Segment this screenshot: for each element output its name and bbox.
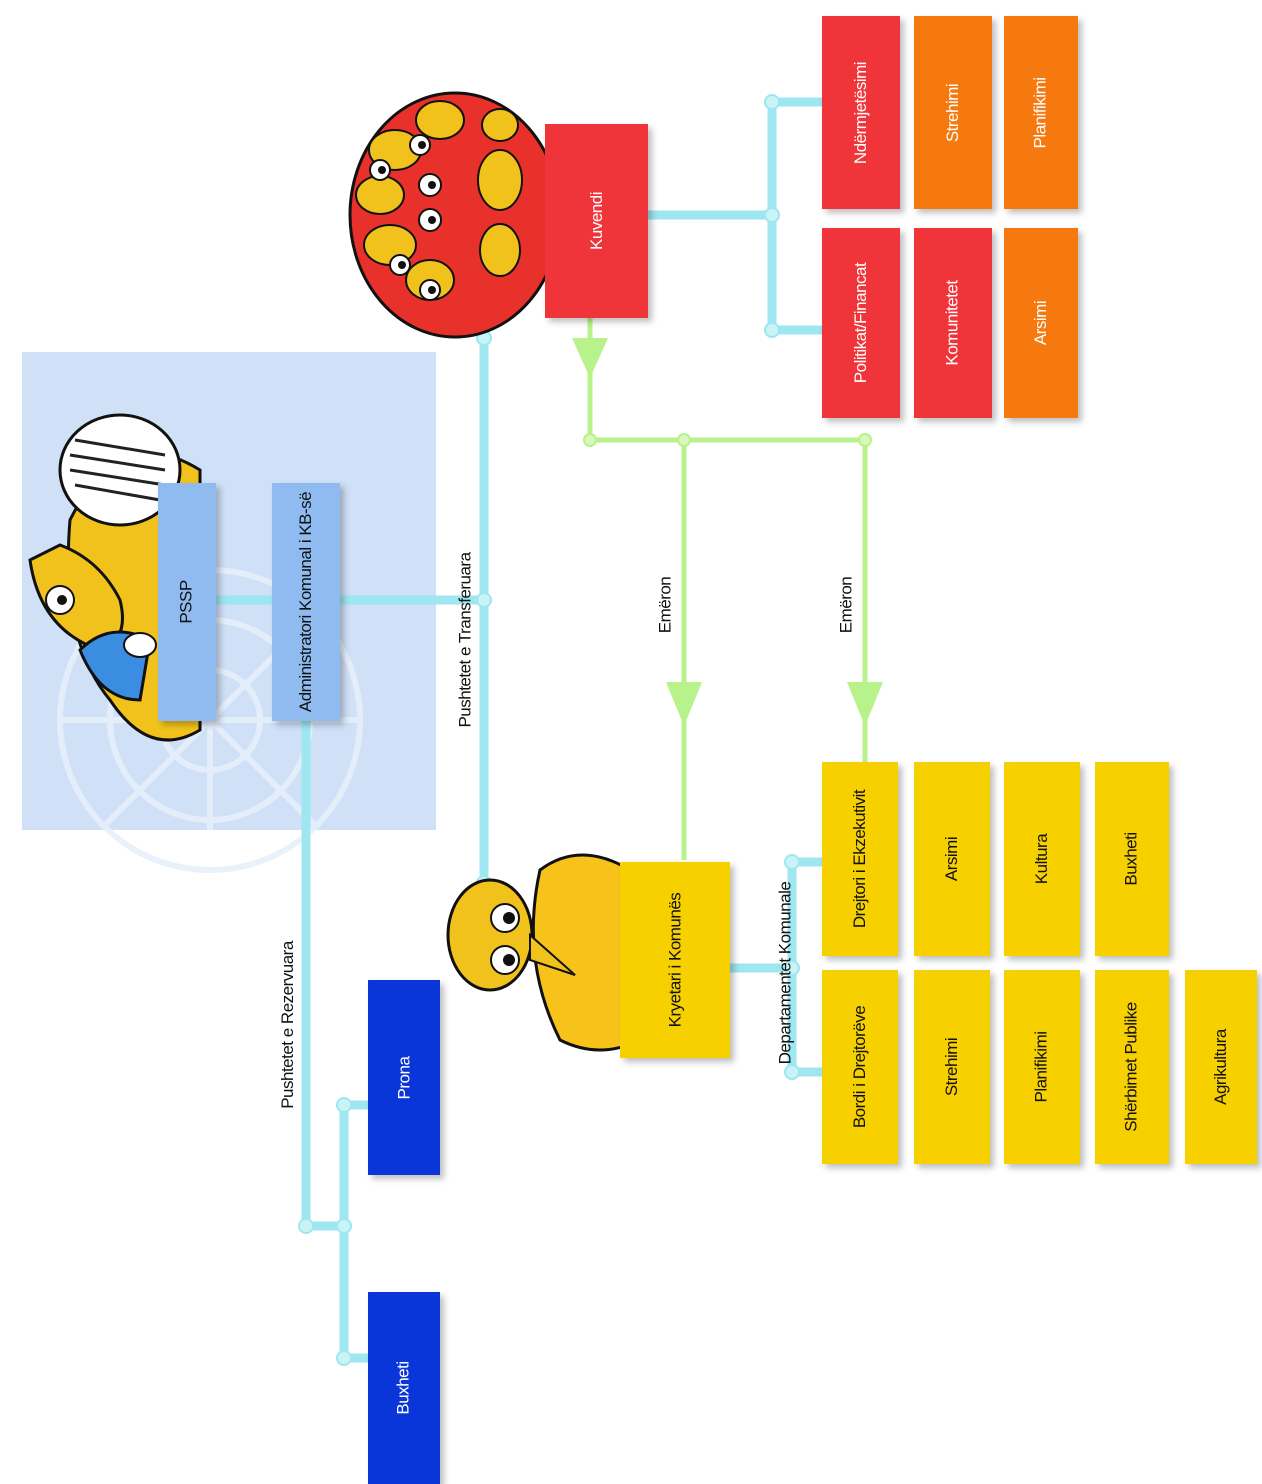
committee-strehimi: Strehimi bbox=[914, 16, 992, 209]
committee-politikat-financat: Politikat/Financat bbox=[822, 228, 900, 418]
administrator-label: Administratori Komunal i KB-së bbox=[296, 491, 316, 713]
departments-label: Departamentet Komunale bbox=[775, 881, 795, 1065]
mayor-cartoon bbox=[446, 853, 642, 1052]
pssp-box: PSSP bbox=[158, 483, 216, 721]
department-buxheti: Buxheti bbox=[1095, 762, 1169, 956]
department-arsimi: Arsimi bbox=[914, 762, 990, 956]
department-planifikimi: Planifikimi bbox=[1004, 970, 1080, 1164]
assembly-box: Kuvendi bbox=[545, 124, 648, 318]
green-arrowheads bbox=[572, 338, 883, 726]
department-board: Bordi i Drejtorëve bbox=[822, 970, 898, 1164]
department-strehimi: Strehimi bbox=[914, 970, 990, 1164]
department-director: Drejtori i Ekzekutivit bbox=[822, 762, 898, 956]
green-junctions bbox=[583, 433, 872, 447]
administrator-box: Administratori Komunal i KB-së bbox=[272, 483, 340, 721]
committee-planifikimi: Planifikimi bbox=[1004, 16, 1078, 209]
mayor-box: Kryetari i Komunës bbox=[620, 862, 730, 1058]
reserved-powers-label: Pushtetet e Rezervuara bbox=[278, 941, 298, 1109]
reserved-buxheti-box: Buxheti bbox=[368, 1292, 440, 1484]
appoints-label-2: Emëron bbox=[836, 576, 855, 634]
pssp-label: PSSP bbox=[176, 580, 196, 624]
assembly-crowd-cartoon bbox=[348, 91, 562, 339]
committee-ndermjetesimi: Ndërmjetësimi bbox=[822, 16, 900, 209]
department-agrikultura: Agrikultura bbox=[1185, 970, 1257, 1164]
reserved-prona-box: Prona bbox=[368, 980, 440, 1175]
department-sherbimet-publike: Shërbimet Publike bbox=[1095, 970, 1169, 1164]
transferred-powers-label: Pushtetet e Transferuara bbox=[456, 552, 476, 728]
committee-arsimi: Arsimi bbox=[1004, 228, 1078, 418]
appoints-label-1: Emëron bbox=[655, 576, 674, 634]
committee-komunitetet: Komunitetet bbox=[914, 228, 992, 418]
department-kultura: Kultura bbox=[1004, 762, 1080, 956]
